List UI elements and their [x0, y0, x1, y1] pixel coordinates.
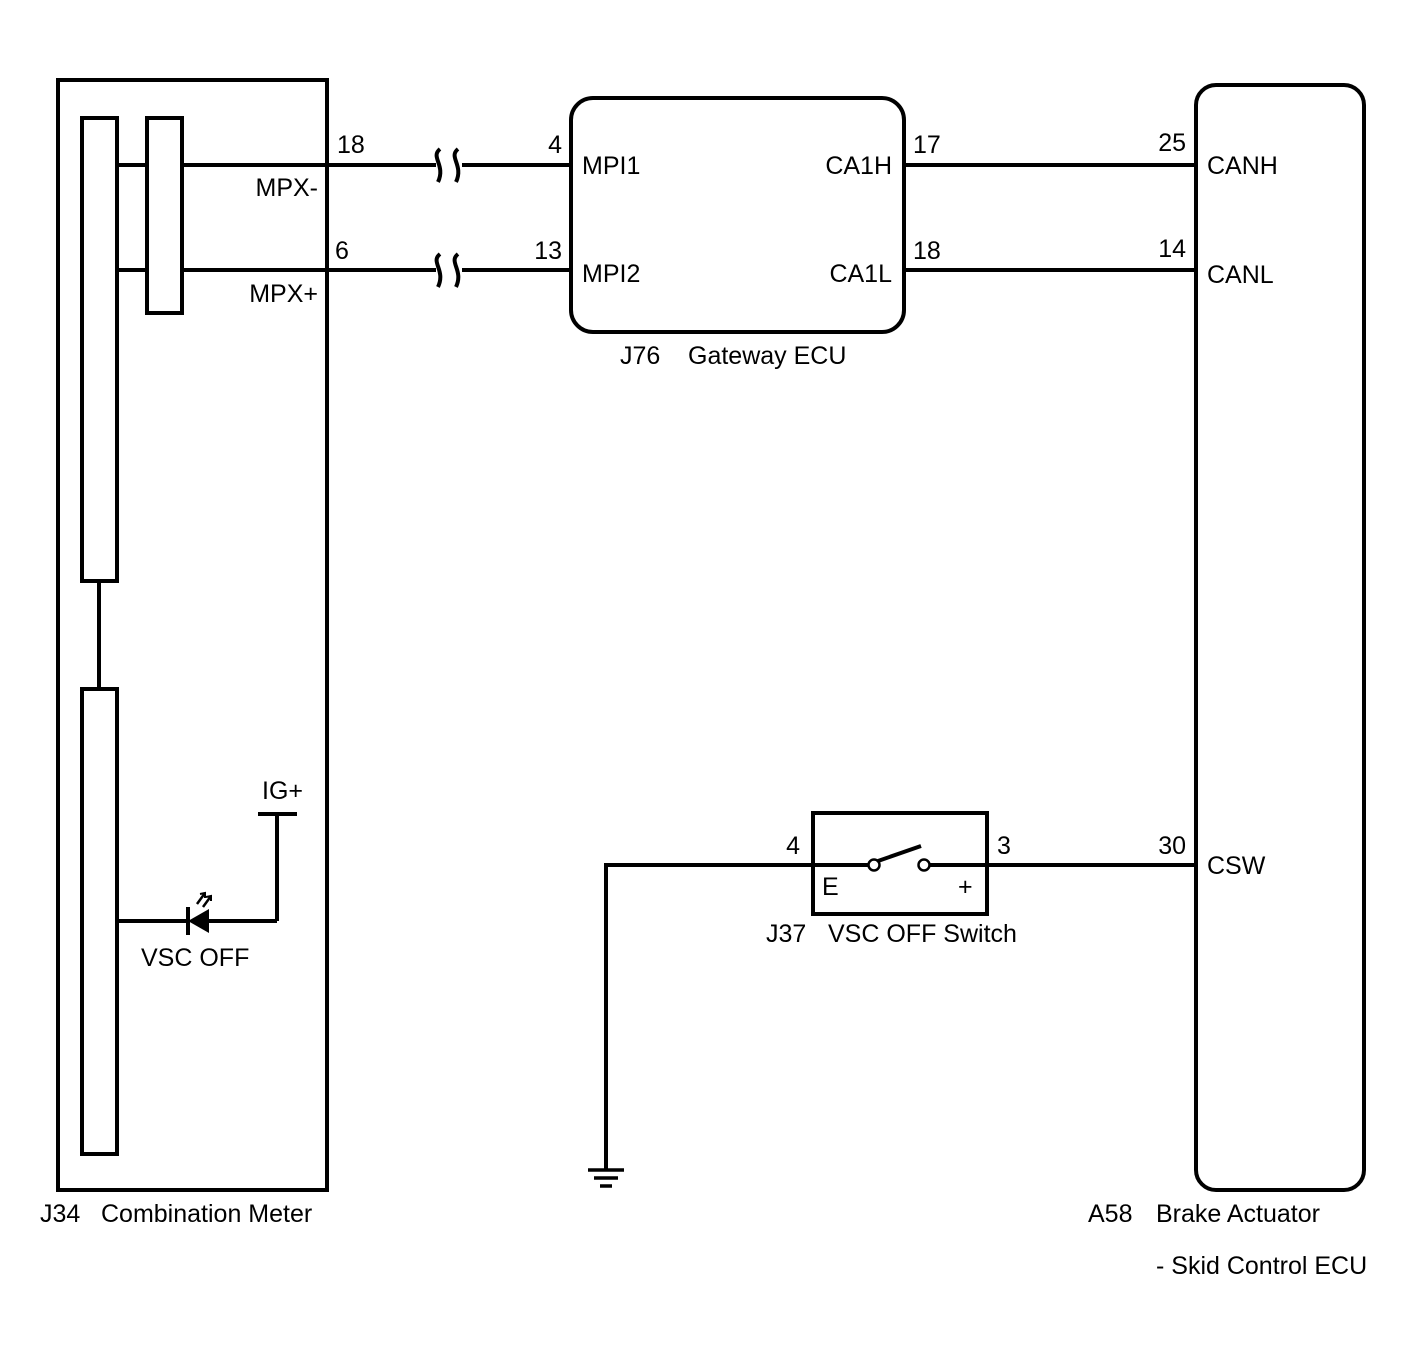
wire-break-icon: [452, 252, 461, 288]
gateway-ecu: MPI1 MPI2 CA1H CA1L J76 Gateway ECU: [569, 96, 906, 370]
mpi1-label: MPI1: [582, 152, 640, 180]
mpx-plus-pin: 6: [335, 237, 349, 265]
brake-actuator: CANH CANL CSW A58 Brake Actuator - Skid …: [1088, 83, 1367, 1280]
vsc-off-switch-name: VSC OFF Switch: [828, 920, 1017, 948]
brake-actuator-id: A58: [1088, 1200, 1132, 1228]
vsc-off-switch: E + J37 VSC OFF Switch: [766, 811, 1017, 948]
canl-label: CANL: [1207, 261, 1274, 289]
led-icon: [188, 909, 209, 933]
switch-terminal-e: E: [822, 873, 839, 901]
gateway-ecu-id: J76: [620, 342, 660, 370]
combination-meter-name: Combination Meter: [101, 1200, 312, 1228]
mpx-minus-label: MPX-: [256, 174, 319, 202]
canh-pin: 25: [1158, 129, 1186, 157]
switch-wires: 4 3 30: [588, 832, 1196, 1188]
brake-actuator-name-line2: - Skid Control ECU: [1156, 1252, 1367, 1280]
ground-wire: [604, 863, 813, 1170]
csw-label: CSW: [1207, 852, 1266, 880]
meter-communication-block: [145, 116, 184, 315]
ca1l-pin: 18: [913, 237, 941, 265]
can-wires: 17 18 25 14: [904, 129, 1196, 272]
light-emission-icon: [195, 891, 213, 908]
wire-break-icon: [434, 147, 443, 183]
combination-meter-id: J34: [40, 1200, 80, 1228]
wire-break-icon: [452, 147, 461, 183]
mpi2-label: MPI2: [582, 260, 640, 288]
switch-contact-icon: [917, 858, 931, 872]
vsc-off-switch-id: J37: [766, 920, 806, 948]
switch-terminal-plus: +: [958, 873, 973, 901]
switch-plus-pin: 3: [997, 832, 1011, 860]
ground-icon: [588, 1168, 624, 1188]
csw-pin: 30: [1158, 832, 1186, 860]
mpx-minus-pin: 18: [337, 131, 365, 159]
brake-actuator-name: Brake Actuator: [1156, 1200, 1320, 1228]
canl-pin: 14: [1158, 235, 1186, 263]
meter-internal-block-lower: [80, 687, 119, 1156]
ca1h-label: CA1H: [825, 152, 892, 180]
meter-internal-block-upper: [80, 116, 119, 583]
gateway-ecu-outline: [569, 96, 906, 334]
switch-lever-icon: [877, 844, 922, 863]
mpi1-pin: 4: [548, 131, 562, 159]
ca1l-label: CA1L: [829, 260, 892, 288]
mpx-wires: 18 6 4 13: [182, 131, 571, 288]
mpi2-pin: 13: [534, 237, 562, 265]
mpx-plus-label: MPX+: [249, 280, 318, 308]
canh-label: CANH: [1207, 152, 1278, 180]
wire-break-icon: [434, 252, 443, 288]
switch-contact-icon: [867, 858, 881, 872]
vsc-off-indicator-label: VSC OFF: [141, 944, 249, 972]
ca1h-pin: 17: [913, 131, 941, 159]
gateway-ecu-name: Gateway ECU: [688, 342, 846, 370]
brake-actuator-outline: [1194, 83, 1366, 1192]
combination-meter: IG+ VSC OFF MPX- MPX+ J34 Combination Me…: [40, 78, 329, 1228]
ig-plus-label: IG+: [262, 777, 303, 805]
switch-e-pin: 4: [786, 832, 800, 860]
